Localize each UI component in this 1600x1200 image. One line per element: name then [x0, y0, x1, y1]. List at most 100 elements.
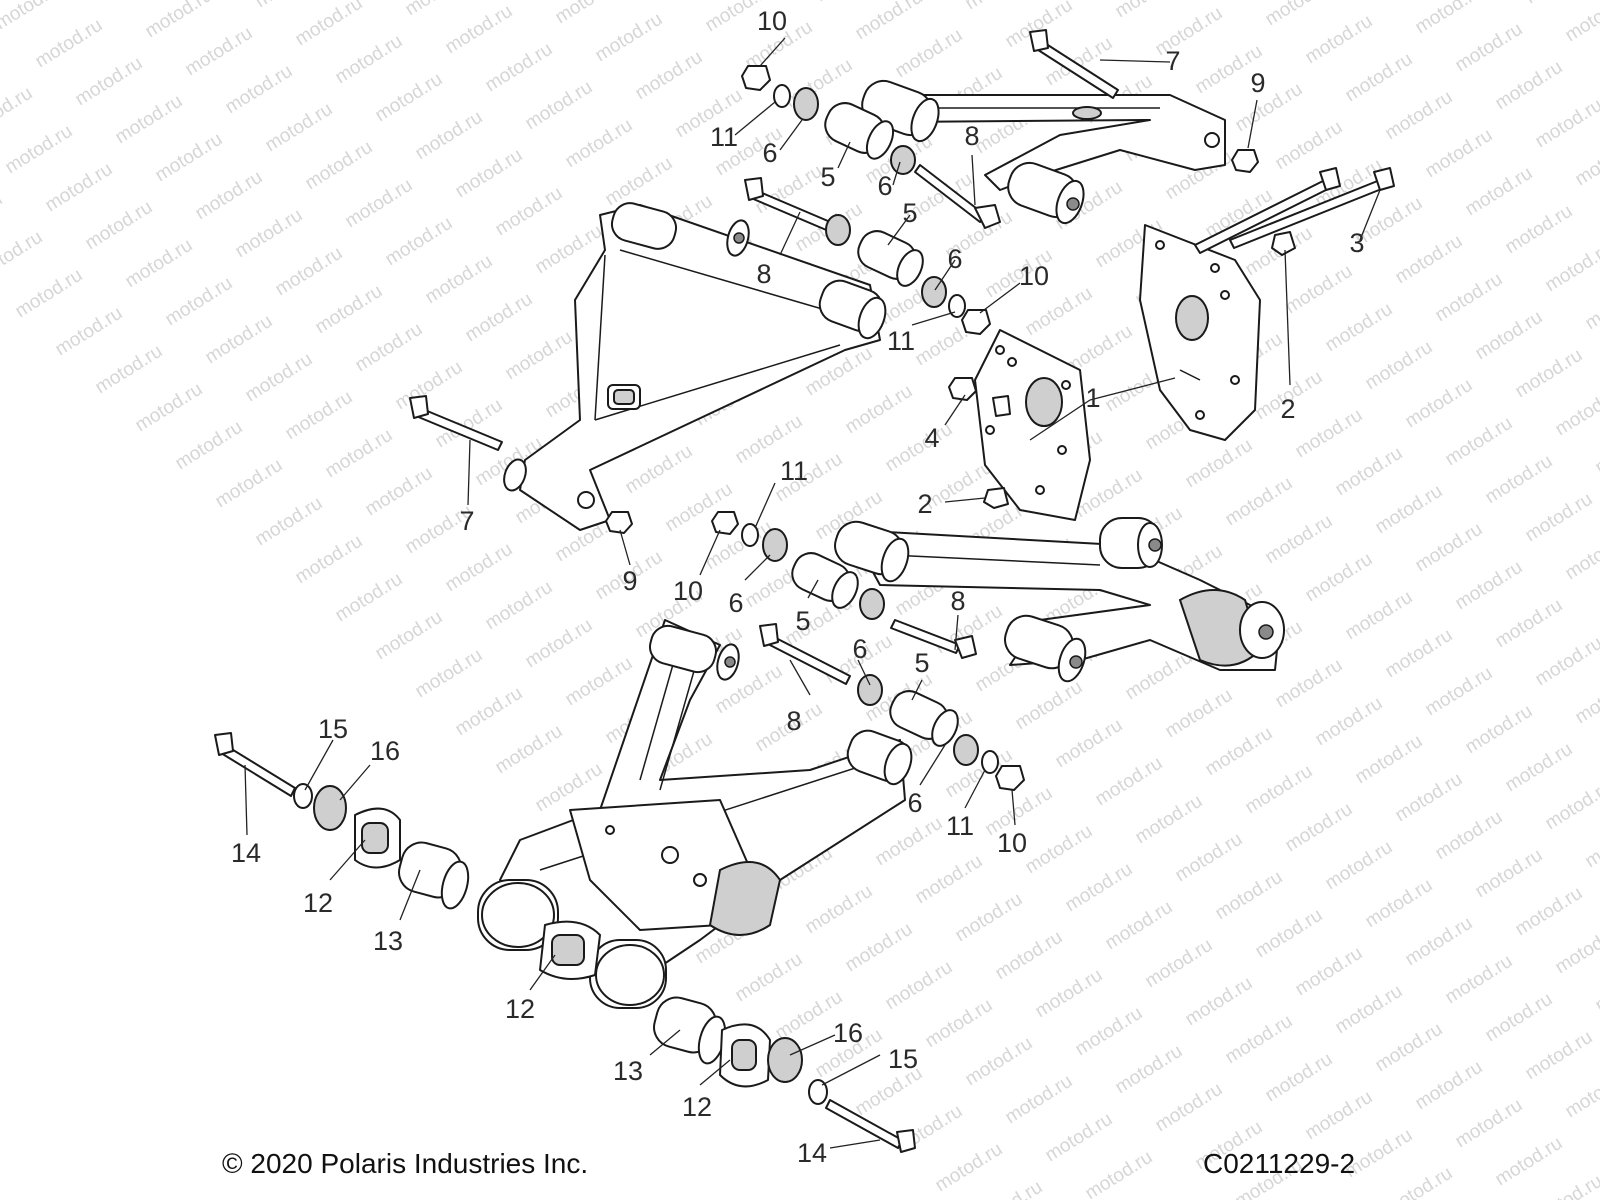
watermark-text: motod.ru	[1352, 731, 1427, 789]
watermark-text: motod.ru	[1492, 57, 1567, 115]
nut-9-lower	[605, 511, 633, 534]
watermark-text: motod.ru	[412, 645, 487, 703]
watermark-text: motod.ru	[1282, 261, 1357, 319]
watermark-text: motod.ru	[442, 1, 517, 59]
watermark-text: motod.ru	[452, 145, 527, 203]
frame-mount-bracket-front	[974, 329, 1091, 521]
callout-14: 14	[231, 838, 261, 868]
watermark-text: motod.ru	[842, 381, 917, 439]
watermark-text: motod.ru	[1492, 595, 1567, 653]
callout-10: 10	[1019, 261, 1049, 291]
upper-control-arm-right	[861, 79, 1226, 225]
watermark-text: motod.ru	[1022, 821, 1097, 879]
watermark-text: motod.ru	[962, 1033, 1037, 1091]
bolt-7-upper	[1029, 29, 1119, 99]
watermark-text: motod.ru	[482, 577, 557, 635]
watermark-text: motod.ru	[1362, 337, 1437, 395]
watermark-text: motod.ru	[392, 357, 467, 415]
watermark-text: motod.ru	[502, 327, 577, 385]
watermark-text: motod.ru	[1002, 1071, 1077, 1129]
callout-12: 12	[505, 994, 535, 1024]
watermark-text: motod.ru	[1072, 1003, 1147, 1061]
right-pivot-bushing-stack	[653, 996, 916, 1153]
watermark-text: motod.ru	[1502, 201, 1577, 259]
callout-11: 11	[710, 122, 738, 152]
watermark-text: motod.ru	[32, 15, 107, 73]
watermark-text: motod.ru	[1522, 0, 1597, 8]
watermark-text: motod.ru	[1222, 1011, 1297, 1069]
watermark-text: motod.ru	[1582, 277, 1600, 335]
watermark-text: motod.ru	[482, 39, 557, 97]
watermark-text: motod.ru	[1462, 163, 1537, 221]
watermark-text: motod.ru	[1152, 3, 1227, 61]
watermark-text: motod.ru	[1322, 837, 1397, 895]
watermark-text: motod.ru	[1512, 883, 1587, 941]
watermark-text: motod.ru	[1112, 1041, 1187, 1099]
long-bolts-3	[1194, 167, 1395, 254]
watermark-text: motod.ru	[1302, 11, 1377, 69]
watermark-text: motod.ru	[1112, 0, 1187, 22]
watermark-text: motod.ru	[1392, 231, 1467, 289]
callout-9: 9	[622, 566, 637, 596]
watermark-text: motod.ru	[152, 129, 227, 187]
watermark-text: motod.ru	[882, 419, 957, 477]
watermark-text: motod.ru	[1372, 1019, 1447, 1077]
watermark-text: motod.ru	[0, 0, 66, 34]
watermark-text: motod.ru	[912, 851, 987, 909]
watermark-text: motod.ru	[402, 0, 477, 20]
copyright-notice: © 2020 Polaris Industries Inc.	[222, 1148, 589, 1179]
watermark-text: motod.ru	[1442, 951, 1517, 1009]
callout-12: 12	[303, 888, 333, 918]
upper-left-pivot-hardware	[744, 177, 991, 335]
watermark-text: motod.ru	[1412, 1057, 1487, 1115]
watermark-text: motod.ru	[52, 303, 127, 361]
watermark-text: motod.ru	[252, 493, 327, 551]
watermark-text: motod.ru	[292, 0, 367, 50]
watermark-text: motod.ru	[1412, 519, 1487, 577]
watermark-text: motod.ru	[72, 53, 147, 111]
callout-leader-lines	[244, 37, 1381, 1149]
watermark-text: motod.ru	[992, 927, 1067, 985]
callout-16: 16	[833, 1018, 863, 1048]
watermark-text: motod.ru	[1462, 701, 1537, 759]
frame-mount-bracket-rear	[1139, 224, 1261, 441]
watermark-text: motod.ru	[1482, 451, 1557, 509]
callout-8: 8	[964, 121, 979, 151]
lower-right-pivot-hardware	[711, 511, 977, 659]
watermark-text: motod.ru	[302, 137, 377, 195]
watermark-text: motod.ru	[1292, 943, 1367, 1001]
callout-7: 7	[1165, 46, 1180, 76]
watermark-text: motod.ru	[362, 463, 437, 521]
watermark-text: motod.ru	[1172, 829, 1247, 887]
watermark-text: motod.ru	[1342, 587, 1417, 645]
callout-3: 3	[1349, 228, 1364, 258]
watermark-text: motod.ru	[132, 379, 207, 437]
watermark-text: motod.ru	[212, 455, 287, 513]
watermark-text: motod.ru	[632, 47, 707, 105]
watermark-text: motod.ru	[12, 265, 87, 323]
callout-13: 13	[613, 1056, 643, 1086]
callout-14: 14	[797, 1138, 827, 1168]
watermark-text: motod.ru	[1382, 625, 1457, 683]
watermark-text: motod.ru	[82, 197, 157, 255]
watermark-text: motod.ru	[1592, 421, 1600, 479]
watermark-text: motod.ru	[1202, 723, 1277, 781]
watermark-text: motod.ru	[112, 91, 187, 149]
watermark-text: motod.ru	[382, 213, 457, 271]
watermark-text: motod.ru	[842, 919, 917, 977]
watermark-text: motod.ru	[352, 319, 427, 377]
watermark-text: motod.ru	[1442, 413, 1517, 471]
watermark-text: motod.ru	[1312, 693, 1387, 751]
upper-control-arm-left	[503, 202, 887, 531]
watermark-text: motod.ru	[1262, 1049, 1337, 1107]
watermark-text: motod.ru	[332, 31, 407, 89]
callout-10: 10	[997, 828, 1027, 858]
watermark-text: motod.ru	[2, 121, 77, 179]
watermark-text: motod.ru	[1392, 769, 1467, 827]
watermark-text: motod.ru	[1532, 1171, 1600, 1200]
watermark-text: motod.ru	[122, 235, 197, 293]
watermark-text: motod.ru	[182, 23, 257, 81]
watermark-text: motod.ru	[282, 387, 357, 445]
watermark-text: motod.ru	[522, 77, 597, 135]
